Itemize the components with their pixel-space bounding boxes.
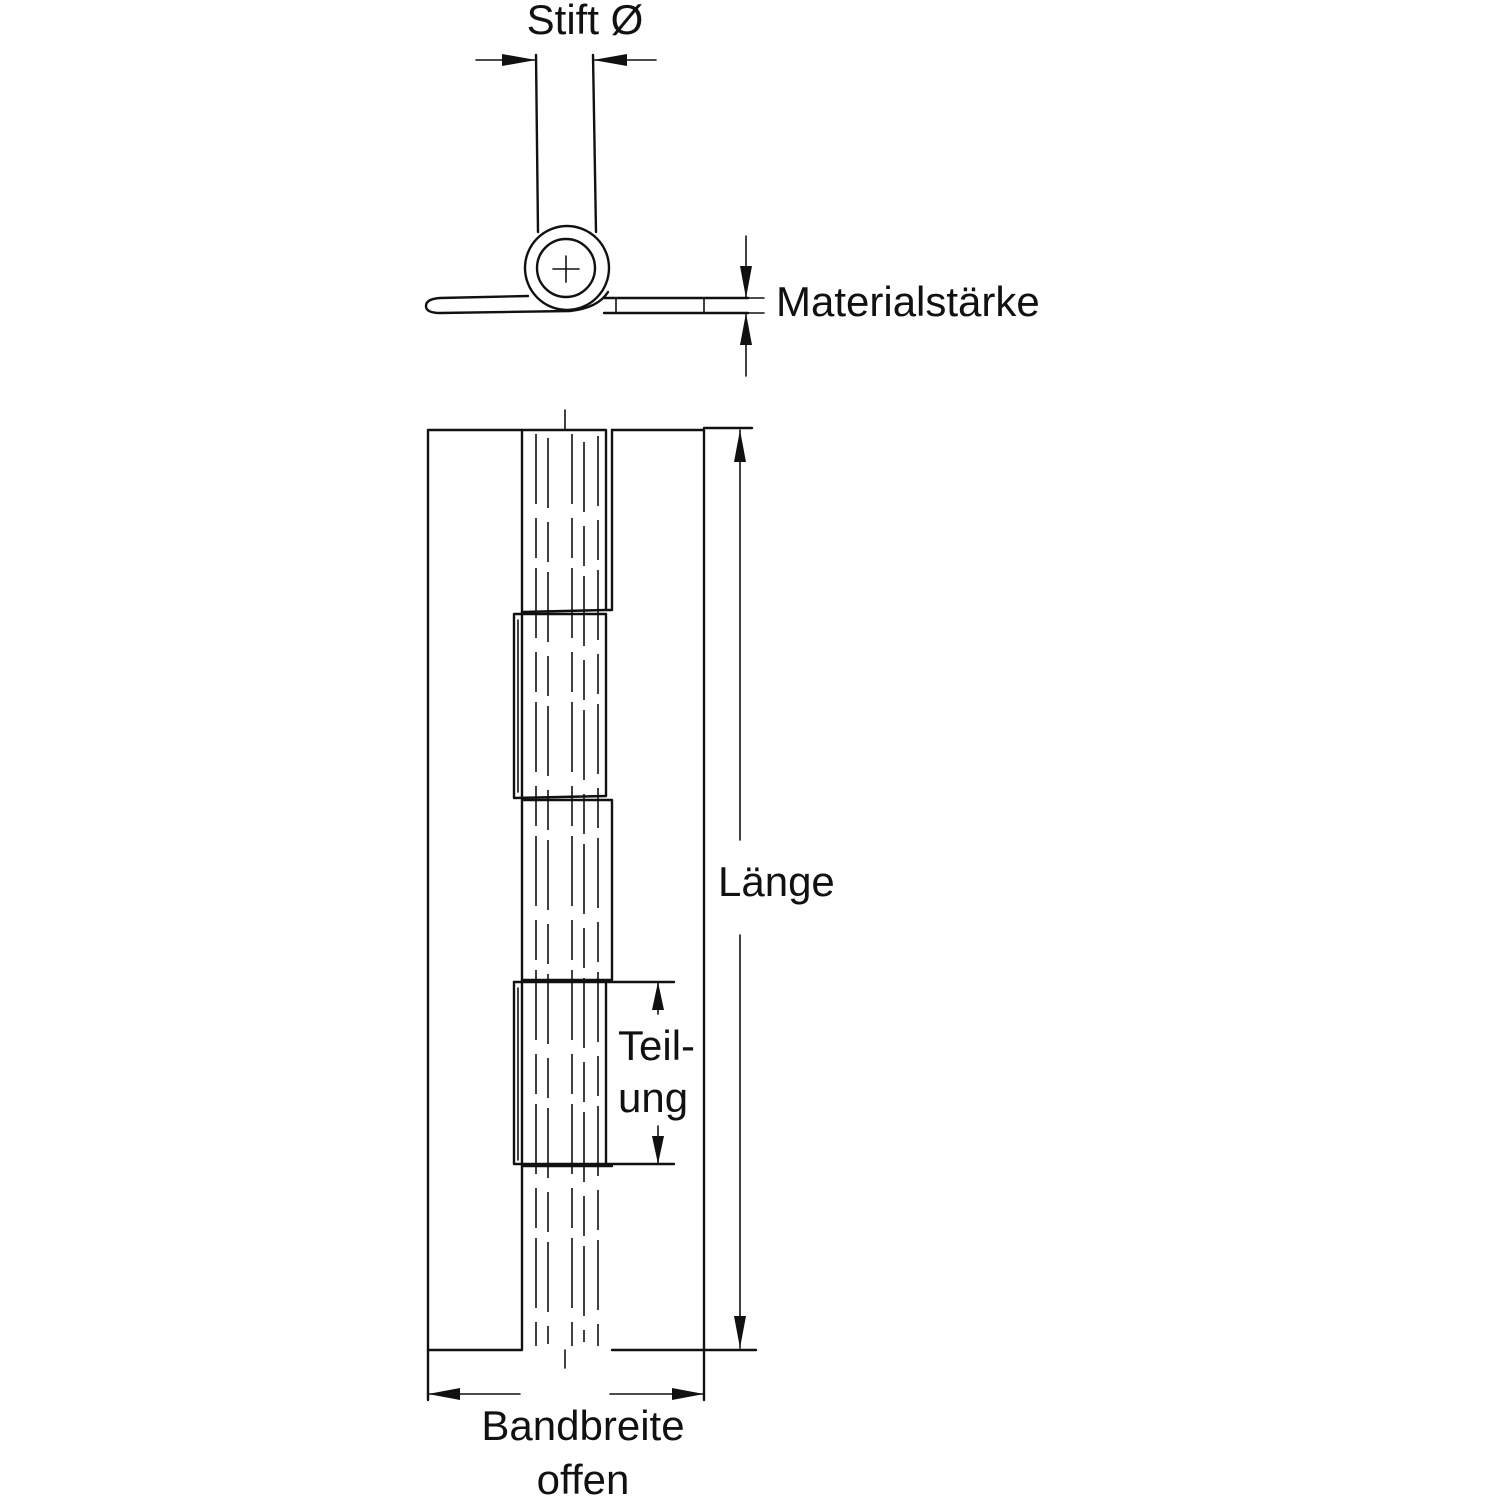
- length-label: Länge: [718, 858, 835, 905]
- right-leaf: [610, 428, 706, 1352]
- pin-extension-line-right: [591, 53, 598, 234]
- pin-extension-line-left: [534, 53, 540, 234]
- knuckle-segment-3: [520, 798, 614, 982]
- hinge-end-view: [424, 53, 765, 377]
- width-label-line1: Bandbreite: [481, 1402, 684, 1449]
- pitch-label-line1: Teil-: [618, 1022, 695, 1069]
- length-dimension: [734, 429, 746, 1349]
- pitch-dimension: [652, 981, 664, 1165]
- hinge-leaf-left: [424, 290, 610, 315]
- hinge-pin: [535, 237, 597, 299]
- width-dimension: [426, 1348, 706, 1402]
- hinge-front-view: [426, 409, 758, 1402]
- material-thickness-dimension: [705, 235, 765, 377]
- knuckle-segment-2: [512, 612, 608, 800]
- knuckle-segment-4: [512, 980, 676, 1166]
- left-leaf: [426, 428, 524, 1352]
- pitch-label-line2: ung: [618, 1074, 688, 1121]
- width-label-line2: offen: [537, 1456, 630, 1500]
- pin-diameter-label: Stift Ø: [527, 0, 644, 43]
- barrel-shading: [517, 434, 599, 1346]
- pin-diameter-dimension: [475, 54, 657, 66]
- material-thickness-label: Materialstärke: [776, 278, 1040, 325]
